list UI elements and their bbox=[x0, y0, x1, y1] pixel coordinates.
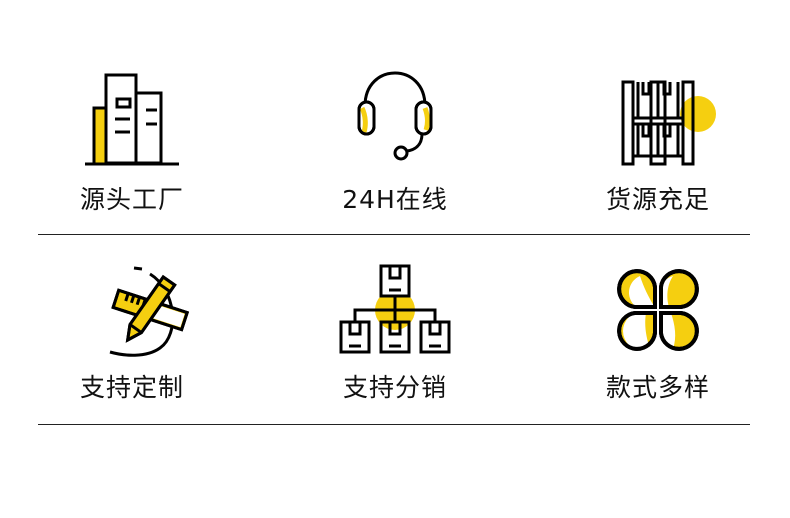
factory-buildings-icon bbox=[85, 73, 179, 166]
feature-label: 源头工厂 bbox=[79, 185, 184, 214]
feature-distribution: 支持分销 bbox=[295, 262, 495, 404]
feature-online: 24H在线 bbox=[295, 68, 495, 216]
pencil-ruler-icon bbox=[109, 266, 190, 357]
feature-label: 支持定制 bbox=[79, 373, 184, 402]
feature-stock: 货源充足 bbox=[558, 74, 758, 216]
divider bbox=[38, 234, 750, 235]
feature-label: 款式多样 bbox=[605, 373, 710, 402]
feature-variety: 款式多样 bbox=[558, 262, 758, 404]
headset-icon bbox=[357, 71, 433, 161]
clover-petals-icon bbox=[617, 269, 699, 351]
feature-label: 支持分销 bbox=[342, 373, 447, 402]
feature-label: 24H在线 bbox=[342, 185, 448, 214]
feature-label: 货源充足 bbox=[605, 185, 710, 214]
distribution-boxes-icon bbox=[339, 264, 451, 354]
feature-factory: 源头工厂 bbox=[32, 70, 232, 216]
feature-custom: 支持定制 bbox=[32, 262, 232, 404]
warehouse-shelf-icon bbox=[621, 80, 716, 166]
divider bbox=[38, 424, 750, 425]
